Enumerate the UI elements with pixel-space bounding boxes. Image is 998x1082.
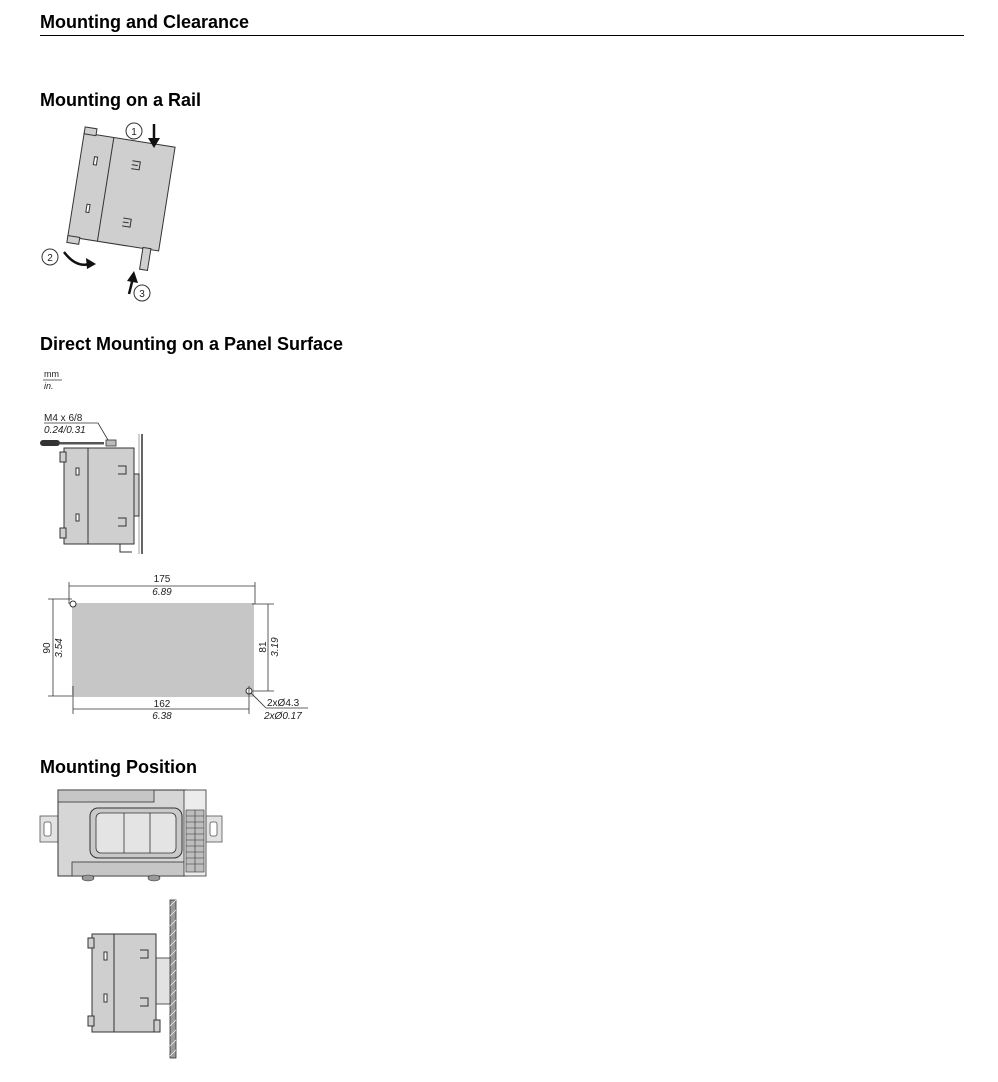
height-right-mm: 81 — [258, 641, 269, 653]
width-top-in: 6.89 — [152, 587, 172, 598]
panel-wall-drawing — [169, 899, 177, 1059]
rail-device-drawing — [66, 126, 176, 271]
screw-size-in: 0.24/0.31 — [44, 425, 86, 436]
rail-mounting-figure: 1 2 3 — [41, 122, 176, 302]
rotate-arrow-icon-head — [86, 258, 96, 269]
dimension-line-top — [68, 582, 256, 604]
panel-device-drawing — [59, 447, 140, 553]
step-1-label: 1 — [131, 127, 137, 138]
unit-label-in: in. — [44, 381, 54, 391]
dimension-line-bottom — [72, 686, 250, 714]
step-2-marker — [41, 248, 59, 266]
hole-callout-leader — [250, 692, 308, 709]
height-left-mm: 90 — [42, 642, 53, 654]
section-heading-panel: Direct Mounting on a Panel Surface — [40, 334, 344, 354]
unit-label-mm: mm — [44, 369, 59, 379]
screwdriver-icon — [40, 439, 117, 447]
title-rule — [40, 35, 964, 36]
panel-cutout-dimensions-figure: 175 6.89 162 6.38 90 3.54 81 3.19 2xØ4.3… — [42, 574, 308, 722]
step-3-label: 3 — [139, 289, 145, 300]
dimension-line-left — [48, 598, 72, 697]
drill-template-area — [72, 603, 254, 697]
hole-diameter-mm: 2xØ4.3 — [267, 698, 300, 709]
height-right-in: 3.19 — [270, 637, 281, 657]
mounting-position-side-view — [87, 899, 177, 1059]
controller-front-drawing — [57, 789, 207, 882]
panel-side-view-figure: mm in. M4 x 6/8 0.24/0.31 — [40, 369, 143, 554]
arrow-down-icon-head — [148, 138, 160, 148]
screw-size-mm: M4 x 6/8 — [44, 413, 83, 424]
width-bottom-mm: 162 — [154, 699, 171, 710]
width-top-mm: 175 — [154, 574, 171, 585]
dimension-line-right — [252, 603, 274, 692]
mounting-position-front-view — [39, 789, 223, 882]
section-heading-rail: Mounting on a Rail — [40, 90, 201, 110]
arrow-up-icon-head — [127, 271, 138, 283]
step-2-label: 2 — [47, 253, 53, 264]
section-heading-position: Mounting Position — [40, 757, 197, 777]
step-1-marker — [125, 122, 143, 140]
controller-side-drawing — [87, 933, 161, 1033]
height-left-in: 3.54 — [54, 638, 65, 658]
width-bottom-in: 6.38 — [152, 711, 172, 722]
mounting-hole-top-left — [69, 600, 77, 608]
step-3-marker — [133, 284, 151, 302]
page-title: Mounting and Clearance — [40, 12, 250, 32]
hole-diameter-in: 2xØ0.17 — [263, 711, 302, 722]
